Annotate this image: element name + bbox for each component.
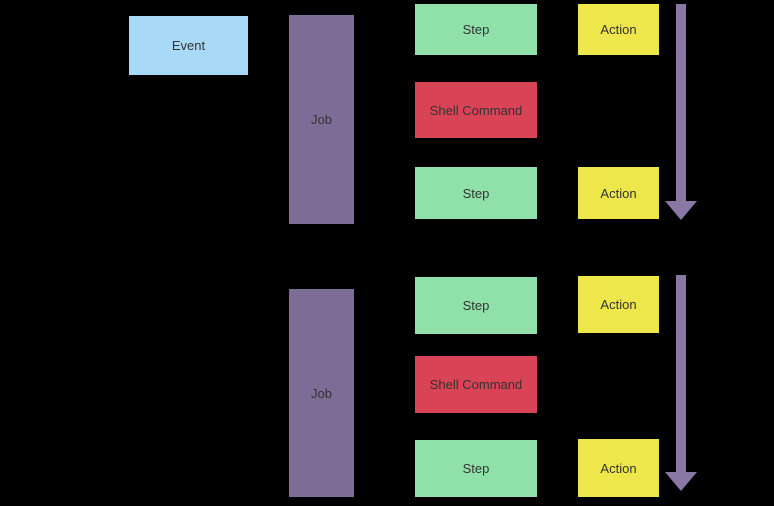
- step-label: Step: [462, 298, 490, 313]
- job-node-2: Job: [289, 289, 354, 497]
- down-arrow-shaft: [676, 275, 686, 472]
- shell-command-label: Shell Command: [429, 102, 523, 118]
- action-node-1-1: Action: [578, 4, 659, 55]
- down-arrow-head: [665, 472, 697, 491]
- step-node-2-1: Step: [415, 277, 537, 334]
- shell-command-node-2: Shell Command: [415, 356, 537, 413]
- job-label: Job: [311, 112, 332, 127]
- action-label: Action: [600, 460, 637, 476]
- down-arrow-shaft: [676, 4, 686, 201]
- action-label: Action: [600, 297, 637, 312]
- step-label: Step: [462, 22, 490, 37]
- down-arrow-icon-1: [665, 4, 697, 220]
- action-label: Action: [600, 185, 637, 201]
- shell-command-label: Shell Command: [429, 377, 523, 392]
- action-node-2-2: Action: [578, 439, 659, 497]
- step-node-1-1: Step: [415, 4, 537, 55]
- action-node-2-1: Action: [578, 276, 659, 333]
- step-label: Step: [462, 461, 490, 476]
- down-arrow-icon-2: [665, 275, 697, 492]
- step-node-2-2: Step: [415, 440, 537, 497]
- action-label: Action: [600, 22, 637, 37]
- step-node-1-2: Step: [415, 167, 537, 219]
- job-label: Job: [311, 385, 332, 401]
- event-label: Event: [171, 38, 206, 53]
- event-node: Event: [129, 16, 248, 75]
- shell-command-node-1: Shell Command: [415, 82, 537, 138]
- action-node-1-2: Action: [578, 167, 659, 219]
- job-node-1: Job: [289, 15, 354, 224]
- down-arrow-head: [665, 201, 697, 220]
- step-label: Step: [462, 185, 490, 201]
